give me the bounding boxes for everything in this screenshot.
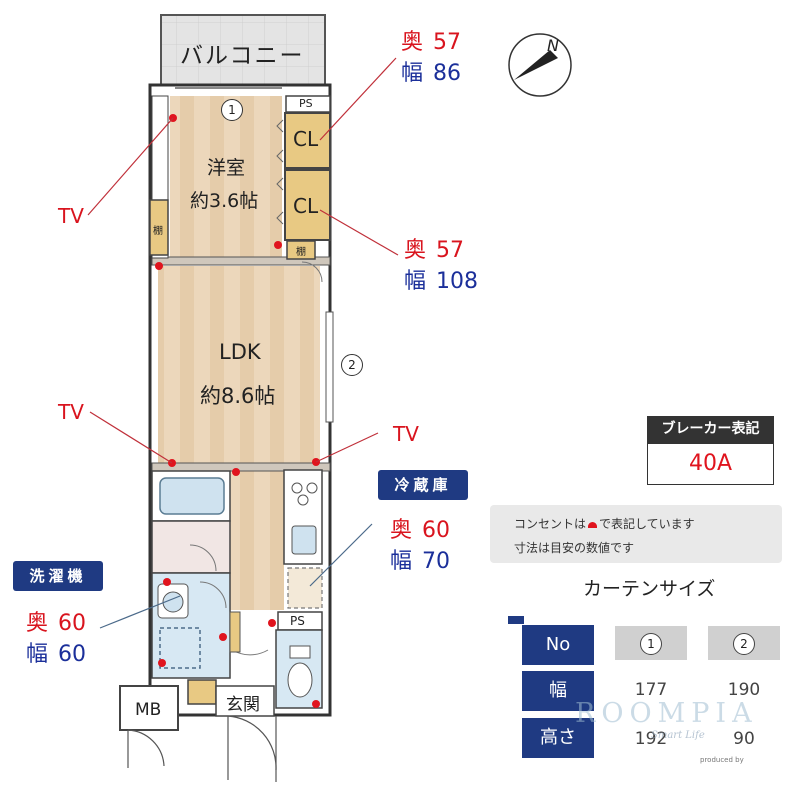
stove-icon — [291, 482, 303, 494]
shelf-right-box — [286, 240, 316, 260]
curtain-col-1-header: 1 — [615, 626, 687, 660]
compass-icon — [508, 33, 572, 97]
toilet-icon — [287, 662, 313, 698]
watermark-tagline: Smart Life — [651, 730, 705, 741]
western-room-name: 洋室 — [207, 157, 246, 179]
cl-bottom-label: CL — [293, 194, 319, 218]
curtain-col-1-height: 192 — [634, 729, 668, 749]
note-line-1: コンセントはで表記しています — [514, 517, 695, 531]
window-1-number: 1 — [228, 103, 236, 117]
bathtub-icon — [159, 477, 225, 515]
fridge-badge: 冷蔵庫 — [378, 470, 468, 500]
kitchen-sink-icon — [291, 525, 317, 555]
ps-top-box — [285, 95, 331, 113]
curtain-title: カーテンサイズ — [583, 578, 716, 600]
closet-top — [284, 112, 331, 169]
curtain-col-1-width: 177 — [634, 680, 668, 700]
cl-top-label: CL — [293, 127, 319, 151]
tv-label-western: TV — [58, 204, 84, 228]
tv-label-ldk-left: TV — [58, 400, 84, 424]
compass-north-label: N — [547, 36, 559, 55]
watermark-produced: produced by — [700, 756, 744, 764]
leader-lines — [87, 57, 399, 629]
legend-note: コンセントはで表記しています 寸法は目安の数値です — [490, 505, 782, 563]
entrance-area — [187, 679, 217, 705]
shelf-left-label: 棚 — [153, 226, 163, 237]
mb-box — [119, 685, 179, 731]
balcony-area — [160, 14, 326, 86]
shelf-right-label: 棚 — [296, 247, 306, 258]
window-2-marker: 2 — [341, 354, 363, 376]
curtain-icons — [508, 616, 524, 624]
curtain-col-2-header: 2 — [708, 626, 780, 660]
note-line-2: 寸法は目安の数値です — [514, 541, 635, 555]
entrance-label: 玄関 — [226, 695, 260, 715]
shelf-left-box — [149, 199, 169, 256]
ps-top-label: PS — [299, 97, 313, 110]
western-room-floor — [170, 96, 282, 258]
ldk-name: LDK — [219, 340, 261, 364]
ldk-size: 約8.6帖 — [200, 384, 276, 408]
watermark-brand: ROOMPIA — [575, 698, 758, 729]
breaker-value: 40A — [647, 443, 774, 485]
mb-label: MB — [135, 700, 162, 720]
window-1-marker: 1 — [221, 99, 243, 121]
curtain-col-2-no: 2 — [733, 633, 755, 655]
curtain-head-height: 高さ — [522, 718, 594, 758]
ldk-floor — [158, 266, 320, 464]
washer-badge: 洗濯機 — [13, 561, 103, 591]
western-room-size: 約3.6帖 — [190, 190, 259, 212]
curtain-head-width: 幅 — [522, 671, 594, 711]
curtain-col-1-no: 1 — [640, 633, 662, 655]
window-2-number: 2 — [348, 358, 356, 372]
closet-bottom — [284, 169, 331, 241]
curtain-col-2-height: 90 — [733, 729, 755, 749]
breaker-title: ブレーカー表記 — [647, 416, 774, 443]
curtain-col-2-width: 190 — [727, 680, 761, 700]
tv-label-ldk-right: TV — [393, 422, 419, 446]
washer-space — [159, 627, 201, 669]
curtain-head-no: No — [522, 625, 594, 665]
fridge-space — [287, 567, 323, 609]
balcony-label: バルコニー — [180, 43, 305, 69]
ps-bottom-label: PS — [290, 614, 305, 628]
outlet-legend-icon — [588, 521, 598, 528]
